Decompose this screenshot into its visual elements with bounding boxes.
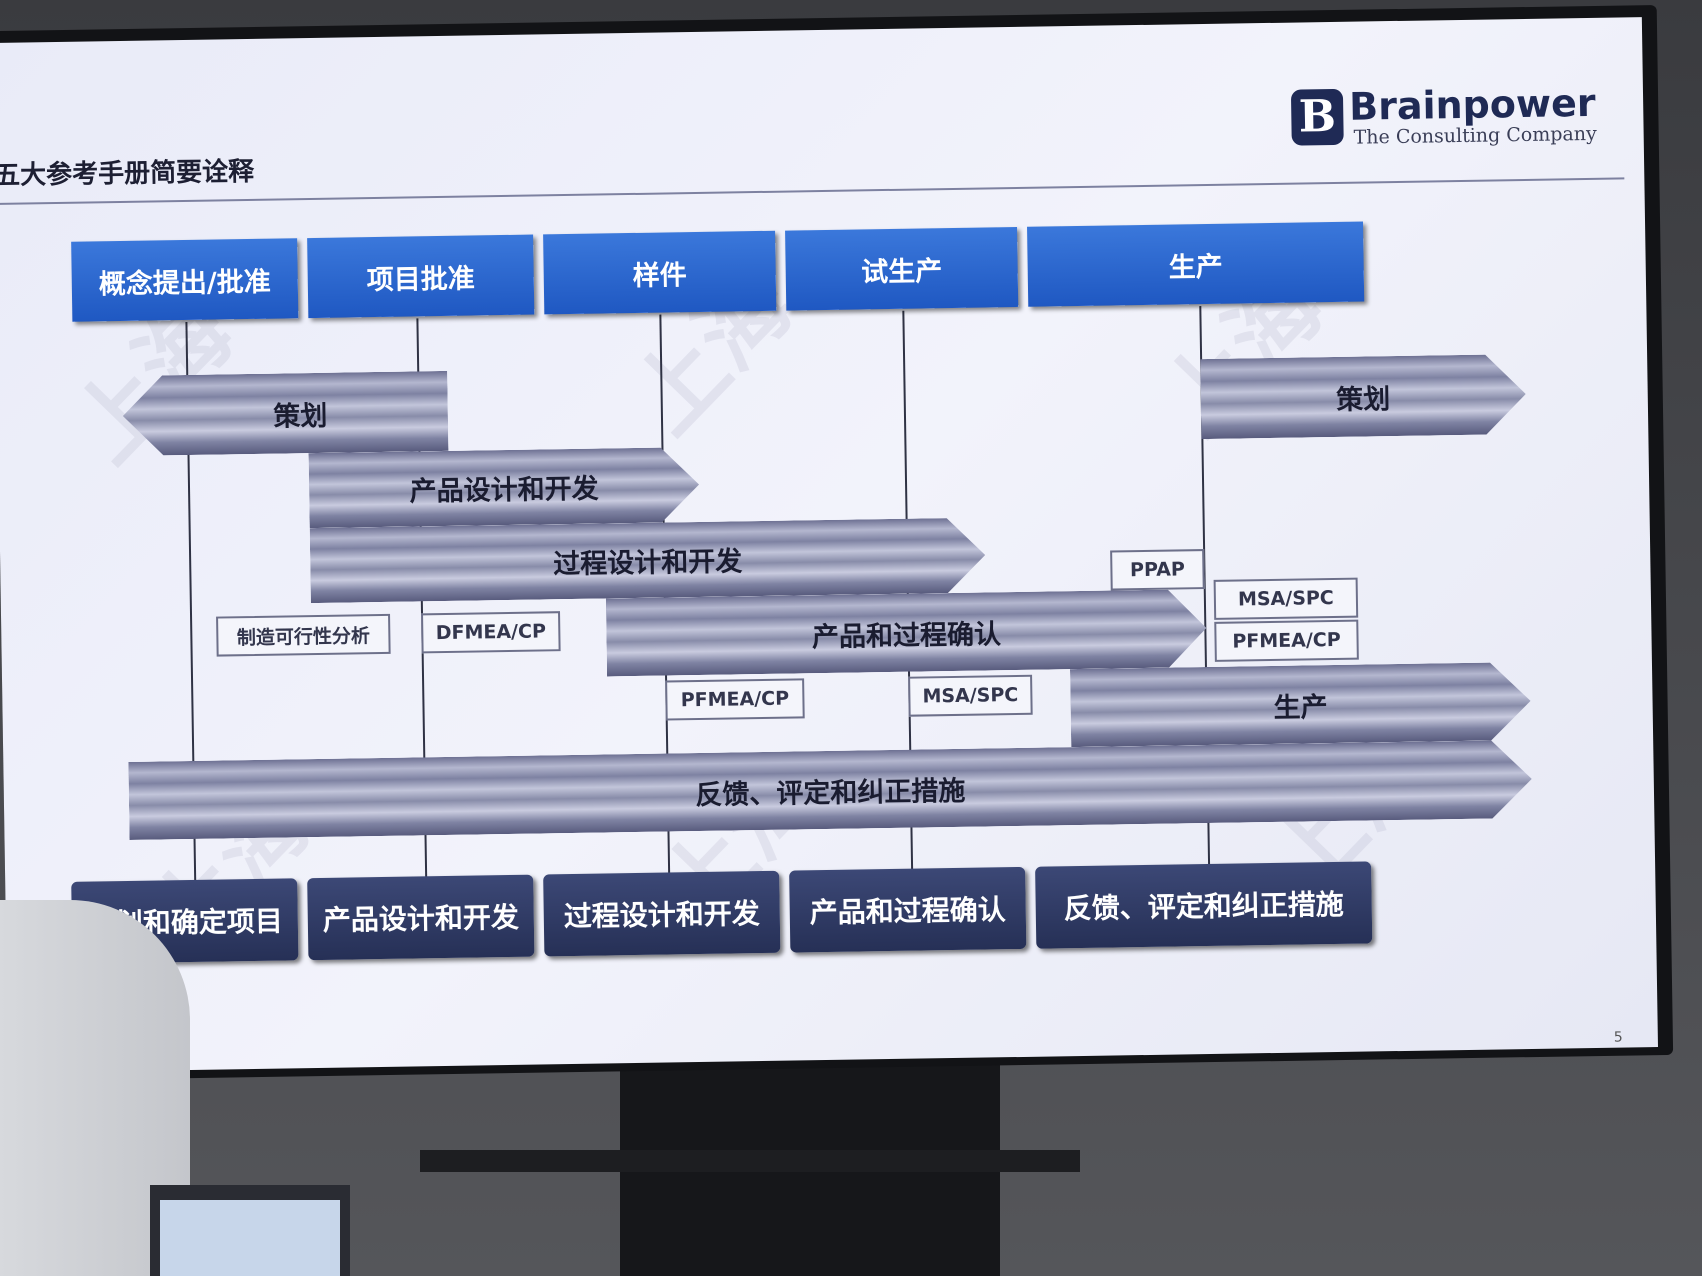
tag-msa-spc-lower: MSA/SPC [908,674,1033,717]
page-number: 5 [1613,1029,1623,1046]
tag-dfmea-cp: DFMEA/CP [421,611,561,654]
phase-launch: 生产 [1027,221,1365,307]
brainpower-logo: B Brainpower The Consulting Company [1290,80,1632,157]
laptop-screen [160,1200,340,1276]
tag-manufacturing-feasibility: 制造可行性分析 [216,613,391,657]
logo-name: Brainpower [1348,80,1596,129]
bar-product-process-validation: 产品和过程确认 [606,589,1207,676]
logo-tagline: The Consulting Company [1353,122,1597,149]
bar-process-design: 过程设计和开发 [310,517,986,603]
stage-feedback: 反馈、评定和纠正措施 [1035,861,1373,949]
bar-product-design: 产品设计和开发 [308,447,699,528]
tv-stand-crossbar [420,1150,1080,1172]
phase-program-approval: 项目批准 [307,234,535,319]
stage-validation: 产品和过程确认 [789,866,1027,953]
stage-process-design: 过程设计和开发 [543,870,781,957]
bar-production: 生产 [1070,662,1531,747]
slide-screen: 上海 上海 上海 上海 上海 上海 五大参考手册简要诠释 B Brainpowe… [0,17,1658,1073]
tag-pfmea-cp-right: PFMEA/CP [1214,619,1359,662]
tag-ppap: PPAP [1110,549,1205,591]
slide-title: 五大参考手册简要诠释 [0,156,255,192]
phase-pilot: 试生产 [785,226,1019,311]
bar-planning-left: 策划 [122,371,448,456]
bar-planning-right: 策划 [1200,354,1526,439]
phase-prototype: 样件 [543,230,777,315]
tag-msa-spc-right: MSA/SPC [1213,577,1359,620]
phase-concept-approval: 概念提出/批准 [71,238,299,322]
tag-pfmea-cp-lower: PFMEA/CP [665,678,805,721]
logo-mark-icon: B [1290,88,1344,146]
stage-product-design: 产品设计和开发 [307,874,535,961]
